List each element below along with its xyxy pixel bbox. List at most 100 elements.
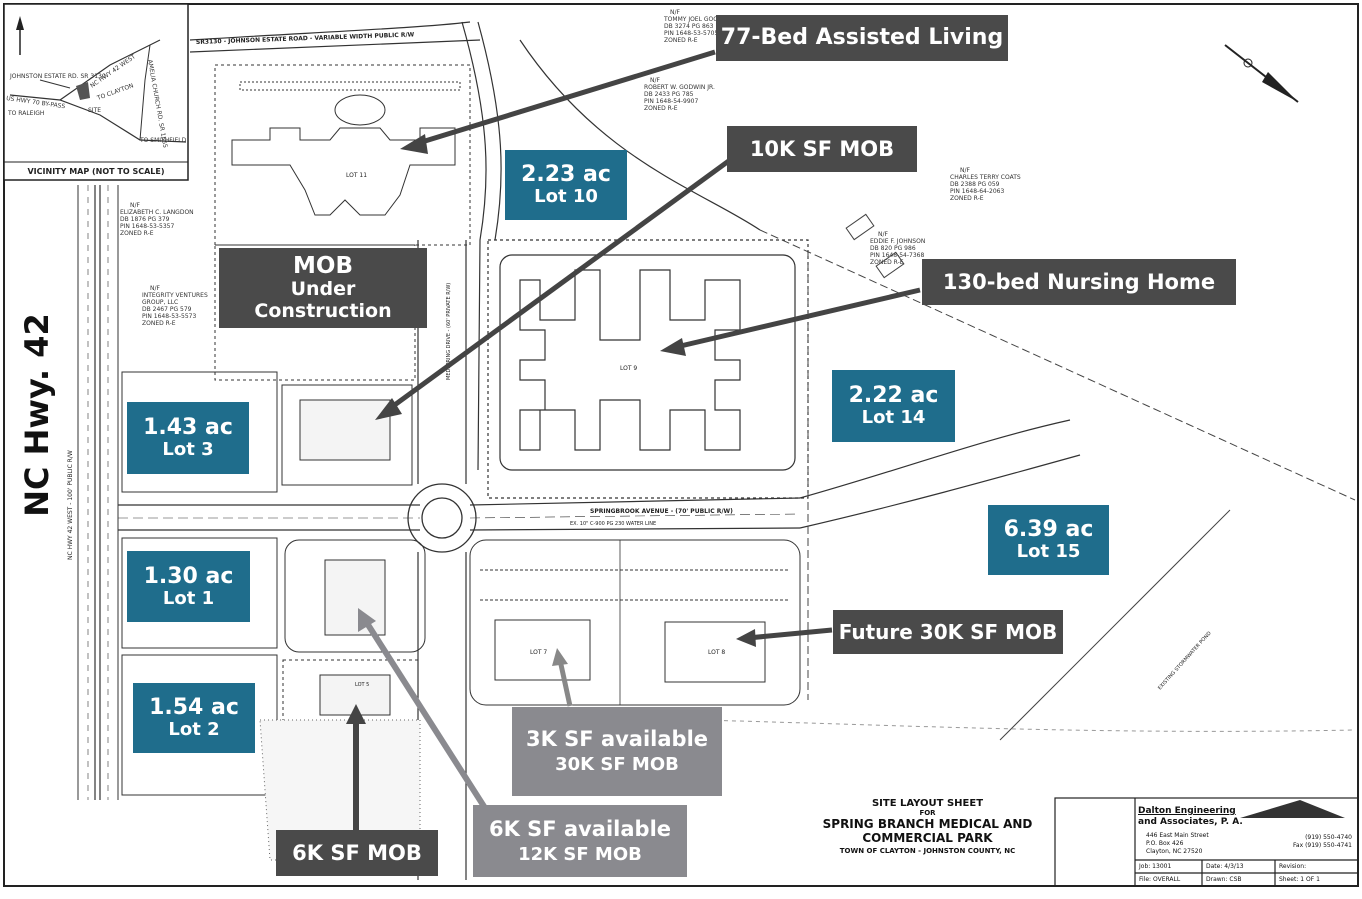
- highway-lanes: [77, 185, 119, 800]
- svg-text:PIN 1648-53-5357: PIN 1648-53-5357: [120, 223, 174, 230]
- svg-text:ZONED R-E: ZONED R-E: [644, 105, 678, 112]
- johnson-estate-road: [189, 21, 481, 53]
- lot-name: Lot 10: [534, 186, 598, 208]
- lot-name: Lot 2: [168, 719, 220, 741]
- lot3-area: [121, 244, 416, 493]
- svg-text:PIN 1648-54-9907: PIN 1648-54-9907: [644, 98, 698, 105]
- svg-text:DB 820 PG 986: DB 820 PG 986: [870, 245, 916, 252]
- svg-text:EDDIE F. JOHNSON: EDDIE F. JOHNSON: [870, 238, 925, 245]
- sheet-title-line: SITE LAYOUT SHEET: [871, 798, 984, 809]
- svg-text:N/F: N/F: [150, 285, 161, 292]
- north-arrow-icon: [1224, 44, 1299, 103]
- callout-text: 130-bed Nursing Home: [942, 269, 1216, 294]
- svg-text:PIN 1648-53-5705: PIN 1648-53-5705: [664, 30, 718, 37]
- lot-tag-lot3: 1.43 ac Lot 3: [127, 402, 249, 474]
- lot-acres: 2.23 ac: [521, 162, 611, 187]
- callout-text: 77-Bed Assisted Living: [720, 25, 1004, 51]
- sheet-border: [3, 3, 1359, 887]
- firm-line: and Associates, P. A.: [1138, 817, 1243, 827]
- svg-text:N/F: N/F: [650, 77, 661, 84]
- lot-name: Lot 3: [162, 439, 214, 461]
- svg-text:N/F: N/F: [670, 9, 681, 16]
- vicinity-label: JOHNSTON ESTATE RD. SR 3130: [9, 73, 106, 80]
- svg-text:N/F: N/F: [878, 231, 889, 238]
- svg-text:INTEGRITY VENTURES: INTEGRITY VENTURES: [142, 292, 208, 299]
- callout-nursing-home: 130-bed Nursing Home: [922, 259, 1236, 305]
- callout-text: 10K SF MOB: [749, 136, 895, 161]
- svg-text:DB 3274 PG 863: DB 3274 PG 863: [664, 23, 714, 30]
- lot-acres: 1.43 ac: [143, 415, 233, 440]
- vicinity-label: TO SMITHFIELD: [139, 137, 187, 144]
- sheet-title-line: TOWN OF CLAYTON - JOHNSTON COUNTY, NC: [839, 847, 1016, 855]
- callout-text: MOB: [293, 252, 353, 279]
- water-line-label: EX. 10" C-900 PG 230 WATER LINE: [570, 521, 656, 527]
- medspring-label: MEDSPRING DRIVE - (60' PRIVATE R/W): [446, 283, 452, 380]
- vicinity-map-title: VICINITY MAP (NOT TO SCALE): [27, 167, 164, 176]
- svg-text:DB 2467 PG 579: DB 2467 PG 579: [142, 306, 192, 313]
- lot11-label: LOT 11: [346, 172, 367, 179]
- vicinity-label: TO RALEIGH: [7, 110, 44, 117]
- curved-road: [461, 21, 761, 471]
- lot-acres: 1.30 ac: [143, 563, 234, 589]
- sheet-title: SITE LAYOUT SHEET FOR SPRING BRANCH MEDI…: [800, 798, 1055, 855]
- svg-text:PIN 1648-54-7368: PIN 1648-54-7368: [870, 252, 924, 259]
- svg-text:DB 1876 PG 379: DB 1876 PG 379: [120, 216, 170, 223]
- job-number: Job: 13001: [1139, 863, 1172, 870]
- firm-name: Dalton Engineering and Associates, P. A.: [1138, 806, 1243, 828]
- callout-assisted-living: 77-Bed Assisted Living: [716, 15, 1008, 61]
- svg-text:ZONED R-E: ZONED R-E: [950, 195, 984, 202]
- callout-10k-mob: 10K SF MOB: [727, 126, 917, 172]
- lot-acres: 6.39 ac: [1003, 517, 1094, 542]
- stormwater-label: EXISTING STORMWATER POND: [1157, 630, 1213, 691]
- lot7-8-parking: [469, 539, 801, 706]
- svg-text:ZONED R-E: ZONED R-E: [870, 259, 904, 266]
- lot9-building: [487, 239, 809, 499]
- svg-text:PIN 1648-53-5573: PIN 1648-53-5573: [142, 313, 196, 320]
- callout-text: Future 30K SF MOB: [838, 619, 1058, 644]
- vicinity-map: JOHNSTON ESTATE RD. SR 3130 NC HWY 42 WE…: [3, 3, 189, 181]
- lot8-label: LOT 8: [708, 649, 725, 656]
- firm-line: Dalton Engineering: [1138, 806, 1236, 816]
- vicinity-label: SITE: [88, 107, 101, 114]
- property-lines: [699, 213, 1356, 741]
- lot-tag-lot1: 1.30 ac Lot 1: [127, 551, 250, 622]
- svg-text:DB 2433 PG 785: DB 2433 PG 785: [644, 91, 694, 98]
- springbrook-avenue: [118, 419, 1081, 531]
- callout-3k-available: 3K SF available 30K SF MOB: [512, 707, 722, 796]
- address-line: 446 East Main Street: [1146, 832, 1209, 839]
- file-field: File: OVERALL: [1139, 876, 1181, 883]
- title-block-frame: [1054, 797, 1359, 887]
- callout-text: 6K SF MOB: [292, 840, 422, 865]
- svg-text:CHARLES TERRY COATS: CHARLES TERRY COATS: [950, 174, 1021, 181]
- lot-name: Lot 15: [1016, 541, 1081, 563]
- sheet-title-line: SPRING BRANCH MEDICAL AND: [822, 817, 1033, 831]
- lot-name: Lot 14: [861, 407, 926, 429]
- owner-notes: N/F TOMMY JOEL GOODWIN JR DB 3274 PG 863…: [120, 9, 1021, 327]
- callout-mob-under-construction: MOB Under Construction: [219, 248, 427, 328]
- lot-tag-lot14: 2.22 ac Lot 14: [832, 370, 955, 442]
- svg-text:ZONED R-E: ZONED R-E: [142, 320, 176, 327]
- svg-text:TOMMY JOEL GOODWIN JR: TOMMY JOEL GOODWIN JR: [663, 16, 743, 23]
- highway-label: NC Hwy. 42: [18, 313, 56, 517]
- lot-tag-lot15: 6.39 ac Lot 15: [988, 505, 1109, 575]
- callout-6k-available: 6K SF available 12K SF MOB: [473, 805, 687, 877]
- svg-text:ZONED R-E: ZONED R-E: [664, 37, 698, 44]
- address-line: Clayton, NC 27520: [1146, 848, 1203, 855]
- lot-acres: 2.22 ac: [848, 383, 939, 408]
- lot7-label: LOT 7: [530, 649, 547, 656]
- lot-name: Lot 1: [162, 587, 215, 609]
- phone-line: (919) 550-4740: [1305, 834, 1352, 841]
- sheet-field: Sheet: 1 OF 1: [1279, 876, 1320, 883]
- svg-text:GROUP, LLC: GROUP, LLC: [142, 299, 178, 306]
- roundabout: [407, 483, 477, 553]
- drawn-field: Drawn: CSB: [1206, 876, 1242, 883]
- svg-text:ZONED R-E: ZONED R-E: [120, 230, 154, 237]
- sheet-title-line: COMMERCIAL PARK: [862, 831, 993, 845]
- svg-text:N/F: N/F: [960, 167, 971, 174]
- callout-future-30k-mob: Future 30K SF MOB: [833, 610, 1063, 654]
- svg-text:ROBERT W. GODWIN JR.: ROBERT W. GODWIN JR.: [644, 84, 715, 91]
- lot11-building: [214, 64, 471, 246]
- lot-tag-lot10: 2.23 ac Lot 10: [505, 150, 627, 220]
- callout-subtext: Under Construction: [254, 278, 392, 323]
